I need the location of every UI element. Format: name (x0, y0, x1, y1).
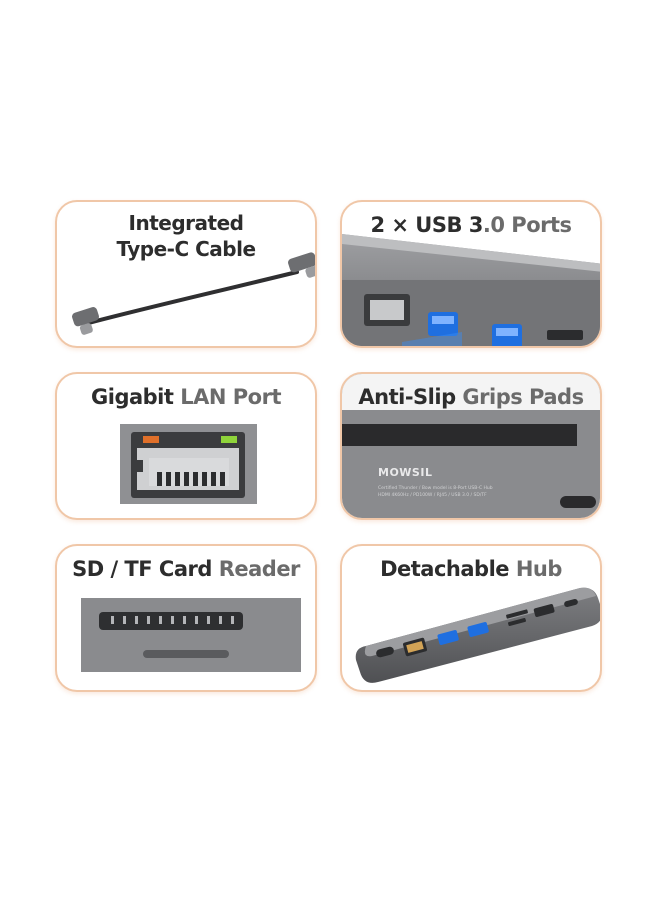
card-reader-image (81, 598, 301, 672)
spec-line-2: HDMI 4K60Hz / PD100W / RJ45 / USB 3.0 / … (378, 493, 487, 498)
feature-card-grips: Anti-Slip Grips Pads MOWSIL Certified Th… (340, 372, 602, 520)
led-green-icon (221, 436, 237, 443)
title-line-1: Integrated (128, 211, 244, 235)
brand-logo: MOWSIL (378, 466, 433, 479)
detachable-hub-image (355, 587, 600, 683)
grip-pad-foot (560, 496, 596, 508)
card-slot-icon (547, 330, 583, 340)
hub-underside-image (342, 374, 600, 518)
lan-port-image (120, 424, 257, 504)
feature-card-lan: Gigabit LAN Port (55, 372, 317, 520)
feature-title: Detachable Hub (380, 557, 562, 581)
led-orange-icon (143, 436, 159, 443)
feature-title: 2 × USB 3.0 Ports (370, 213, 572, 237)
feature-title: Anti-Slip Grips Pads (358, 385, 584, 409)
tf-slot-icon (143, 650, 229, 658)
feature-card-cable: Integrated Type-C Cable (55, 200, 317, 348)
feature-card-sd: SD / TF Card Reader (55, 544, 317, 692)
spec-line-1: Certified Thunder / Bow model is 8-Port … (378, 486, 493, 491)
title-line-2: Type-C Cable (116, 237, 256, 261)
feature-title: SD / TF Card Reader (72, 557, 300, 581)
type-c-cable-image (72, 252, 315, 335)
feature-card-usb: 2 × USB 3.0 Ports (340, 200, 602, 348)
feature-title: Integrated Type-C Cable (57, 210, 315, 262)
feature-title: Gigabit LAN Port (91, 385, 281, 409)
usb-ports-image (342, 234, 600, 346)
grip-pad (342, 424, 577, 446)
feature-card-hub: Detachable Hub (340, 544, 602, 692)
